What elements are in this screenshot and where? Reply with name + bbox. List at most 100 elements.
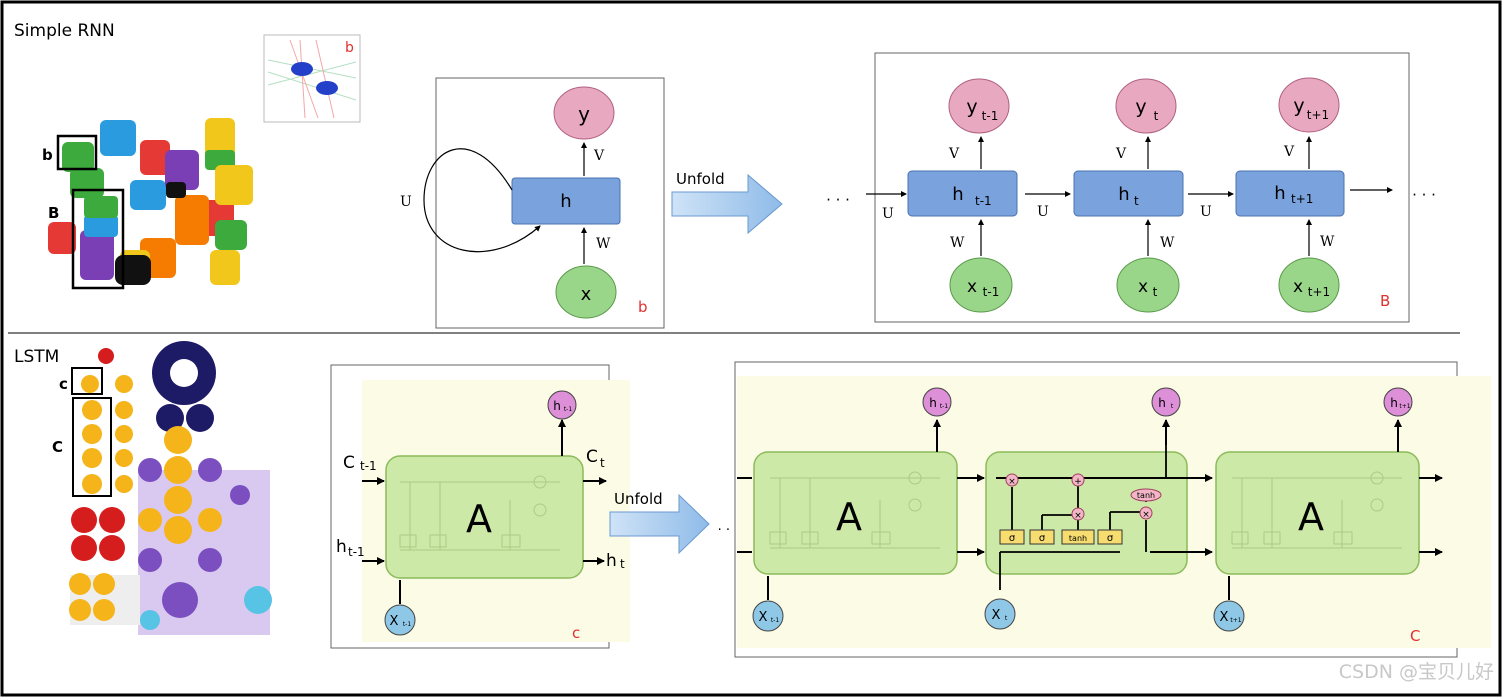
lstm-folded-c-in: C — [343, 453, 355, 473]
rnn-step-input-label: x — [1293, 277, 1303, 297]
rnn-unfold-arrow — [671, 173, 783, 235]
rnn-inset-picture — [263, 34, 361, 123]
lstm-unrolled-h-top-2-sub: t — [1171, 403, 1174, 410]
rnn-step-2: y t h t x t V W — [1073, 78, 1184, 313]
lstm-folded-h-top-label: h — [553, 399, 561, 413]
lstm-unrolled-h-top-2: h t — [1151, 387, 1181, 417]
lstm-op-2-label: + — [1074, 477, 1082, 487]
rnn-inset-label: b — [345, 40, 354, 56]
lstm-toy-label-big: C — [52, 438, 63, 456]
lstm-unrolled-cell-2 — [985, 451, 1188, 575]
rnn-step-input-label: x — [967, 277, 977, 297]
rnn-step-output-sub: t — [1154, 109, 1159, 123]
lstm-unrolled-x-3-label: X — [1220, 610, 1229, 625]
lstm-op-3-label: × — [1074, 511, 1082, 521]
rnn-step-hidden-sub: t-1 — [975, 194, 992, 208]
rnn-step-hidden-node — [907, 170, 1018, 217]
lstm-folded-h-top-node — [547, 390, 577, 420]
lstm-op-1-label: × — [1008, 477, 1016, 487]
lstm-toy-label-small: c — [59, 375, 68, 393]
rnn-step-hidden-sub: t — [1134, 194, 1139, 208]
rnn-step-input-sub: t-1 — [983, 285, 1000, 299]
rnn-step-output-node — [1278, 77, 1340, 133]
lstm-folded-h-out-sub: t — [620, 557, 625, 571]
rnn-step-input-node — [949, 257, 1013, 313]
lstm-folded-x-label: X — [390, 614, 399, 629]
simple-rnn-title: Simple RNN — [14, 21, 115, 41]
lstm-gate-1: σ — [999, 529, 1025, 545]
lstm-folded-c-out: C — [586, 447, 598, 467]
rnn-step-hidden-label: h — [1274, 183, 1285, 204]
lstm-unrolled-h-top-3-sub: t+1 — [1399, 403, 1410, 410]
rnn-output-node — [553, 86, 615, 140]
rnn-step-w: W — [1160, 235, 1175, 251]
lstm-unrolled-x-1-label: X — [759, 610, 768, 625]
lstm-gate-3-label: tanh — [1069, 534, 1087, 543]
lstm-gate-2: σ — [1029, 529, 1055, 545]
rnn-step-output-node — [948, 78, 1010, 134]
rnn-toy-label-big: B — [48, 204, 59, 222]
rnn-ellipsis-left: · · · — [826, 191, 850, 209]
lstm-folded-h-in: h — [336, 537, 347, 557]
rnn-folded-panel: y h x V W U b — [400, 77, 665, 329]
lstm-unfold-label: Unfold — [614, 490, 663, 508]
lstm-unrolled-h-top-1-label: h — [929, 396, 937, 410]
lstm-unfold-arrow — [609, 493, 710, 555]
lstm-folded-c-in-sub: t-1 — [360, 459, 377, 473]
rnn-step-hidden-label: h — [952, 184, 963, 205]
rnn-unfold-label: Unfold — [676, 170, 725, 188]
rnn-folded-panel-label: b — [638, 298, 648, 316]
rnn-step-output-label: y — [966, 96, 977, 118]
lstm-folded-panel-label: c — [572, 624, 580, 642]
lstm-unrolled-cell-1-label: A — [836, 495, 862, 539]
lstm-folded-c-out-sub: t — [600, 456, 605, 470]
lstm-folded-panel: A h t-1 X t-1 C t-1 C t h t-1 h t c — [330, 364, 630, 649]
rnn-step-output-node — [1115, 78, 1177, 134]
rnn-step-w: W — [950, 235, 965, 251]
lstm-gate-2-label: σ — [1039, 533, 1046, 544]
rnn-hidden-node — [511, 177, 621, 225]
lstm-unrolled-x-2-sub: t — [1005, 615, 1008, 622]
rnn-hidden-label: h — [560, 191, 571, 212]
rnn-step-input-node — [1116, 257, 1180, 313]
rnn-step-1: y t-1 h t-1 x t-1 V W — [907, 78, 1018, 313]
lstm-op-1: × — [1005, 473, 1019, 487]
lstm-unrolled-h-top-3-label: h — [1390, 396, 1398, 410]
rnn-step-v: V — [948, 146, 960, 162]
lstm-unrolled-h-top-3: h t+1 — [1383, 387, 1413, 417]
rnn-step-3: y t+1 h t+1 x t+1 V W — [1235, 77, 1345, 313]
rnn-unrolled-panel-label: B — [1380, 292, 1390, 310]
lstm-op-4: × — [1139, 506, 1153, 520]
lstm-unrolled-x-3-sub: t+1 — [1230, 617, 1241, 624]
lstm-folded-h-top-sub: t-1 — [564, 406, 573, 413]
lstm-tanh-label: tanh — [1137, 491, 1155, 500]
lstm-unrolled-x-1: X t-1 — [752, 600, 784, 632]
rnn-step-hidden-label: h — [1118, 184, 1129, 205]
rnn-step-input-sub: t+1 — [1308, 285, 1330, 299]
lstm-gate-4-label: σ — [1107, 533, 1114, 544]
lstm-unrolled-cell-3-label: A — [1298, 495, 1324, 539]
rnn-ellipsis-right: · · · — [1412, 186, 1436, 204]
rnn-input-label: x — [581, 284, 592, 305]
lstm-folded-x-sub: t-1 — [403, 621, 412, 628]
rnn-step-v: V — [1283, 144, 1295, 160]
rnn-unrolled-u-3: U — [1200, 204, 1212, 220]
lstm-op-4-label: × — [1142, 510, 1150, 520]
rnn-toy-blocks-picture — [48, 118, 253, 290]
rnn-output-label: y — [578, 102, 590, 126]
lstm-gate-1-label: σ — [1009, 533, 1016, 544]
lstm-folded-h-in-sub: t-1 — [348, 545, 365, 559]
lstm-ellipsis: · · · — [718, 523, 739, 538]
lstm-unrolled-h-top-2-label: h — [1158, 396, 1166, 410]
lstm-gate-4: σ — [1097, 529, 1123, 545]
rnn-step-output-sub: t+1 — [1307, 108, 1329, 122]
lstm-unrolled-x-2-label: X — [992, 608, 1001, 623]
rnn-step-hidden-node — [1235, 170, 1345, 217]
rnn-step-output-label: y — [1293, 95, 1304, 117]
lstm-folded-cell-label: A — [466, 497, 492, 541]
rnn-toy-label-small: b — [42, 146, 53, 164]
lstm-unrolled-x-3: X t+1 — [1213, 600, 1245, 632]
lstm-unrolled-x-2: X t — [984, 598, 1016, 630]
